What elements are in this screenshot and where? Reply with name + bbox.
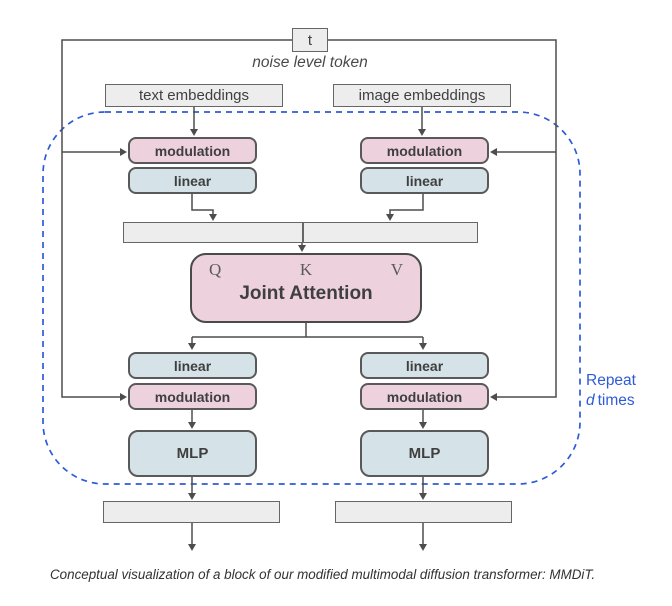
repeat-d-variable: d [586, 392, 595, 409]
modulation-label: modulation [386, 388, 463, 405]
mlp-label: MLP [176, 445, 209, 462]
image-embeddings-box: image embeddings [333, 84, 511, 107]
linear-to-concat-bar-arrows [191, 194, 424, 221]
figure-caption: Conceptual visualization of a block of o… [50, 567, 596, 582]
modulation-label: modulation [154, 142, 231, 159]
joint-attention-label: Joint Attention [239, 283, 373, 304]
query-label: Q [209, 260, 222, 279]
output-bar-exit-arrows [188, 523, 427, 551]
modulation-to-mlp-arrows [188, 410, 427, 429]
concat-bar-to-attention-arrow [298, 243, 306, 252]
key-label: K [299, 260, 313, 279]
linear-box-text-lower: linear [128, 352, 257, 379]
noise-level-token-label: noise level token [252, 54, 368, 71]
embedding-to-modulation-arrows [190, 107, 426, 136]
modulation-box-text-upper: modulation [128, 137, 257, 164]
repeat-times-word: times [597, 392, 635, 409]
modulation-box-image-upper: modulation [360, 137, 489, 164]
qkv-row: Q K V [192, 255, 420, 280]
linear-box-text-upper: linear [128, 167, 257, 194]
concat-bar-divider [302, 223, 304, 242]
linear-box-image-upper: linear [360, 167, 489, 194]
modulation-label: modulation [386, 142, 463, 159]
mlp-box-image: MLP [360, 430, 489, 477]
mlp-to-output-bar-arrows [188, 477, 427, 500]
output-bar-image [335, 501, 512, 523]
repeat-word: Repeat [586, 372, 636, 389]
noise-token-label: t [307, 31, 313, 49]
text-embeddings-label: text embeddings [138, 87, 250, 104]
noise-token-box: t [292, 28, 328, 52]
linear-label: linear [405, 357, 444, 374]
linear-label: linear [173, 172, 212, 189]
mlp-label: MLP [408, 445, 441, 462]
linear-label: linear [173, 357, 212, 374]
modulation-box-image-lower: modulation [360, 383, 489, 410]
value-label: V [390, 260, 403, 279]
modulation-box-text-lower: modulation [128, 383, 257, 410]
output-bar-text [103, 501, 280, 523]
linear-label: linear [405, 172, 444, 189]
attention-output-split-arrows [188, 323, 427, 350]
concat-token-bar [123, 222, 478, 243]
joint-attention-box: Q K V Joint Attention [190, 253, 422, 323]
image-embeddings-label: image embeddings [358, 87, 486, 104]
mlp-box-text: MLP [128, 430, 257, 477]
linear-box-image-lower: linear [360, 352, 489, 379]
modulation-label: modulation [154, 388, 231, 405]
text-embeddings-box: text embeddings [105, 84, 283, 107]
